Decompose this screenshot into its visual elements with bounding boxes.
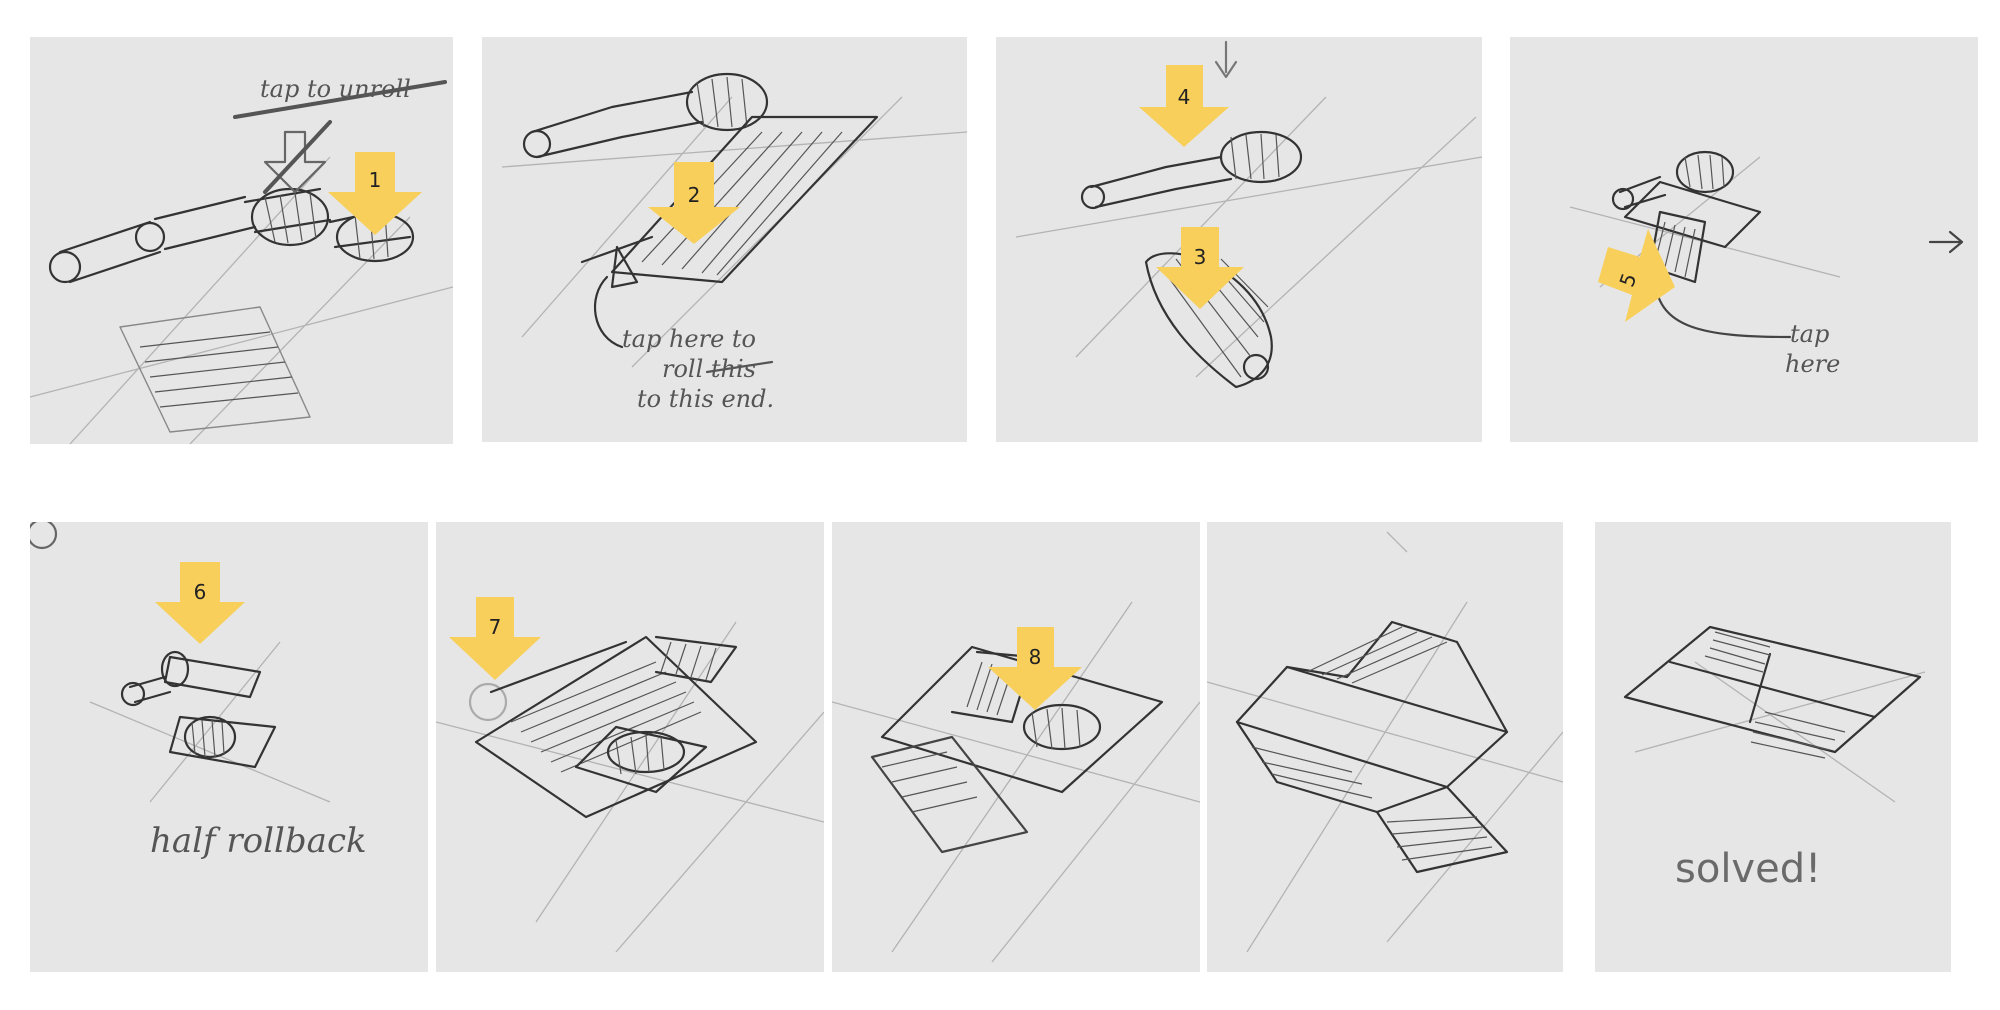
sketch-drawing-1: tap to unroll 1: [30, 37, 453, 444]
down-arrow-icon: 8: [988, 627, 1082, 710]
sketch-drawing-6: 7: [436, 522, 824, 972]
sketch-drawing-3: 4 3: [996, 37, 1482, 442]
arrow-8-label: 8: [1029, 645, 1042, 669]
sketch-panel-8: [1207, 522, 1563, 972]
down-arrow-icon: 3: [1156, 227, 1244, 309]
sketch-drawing-2: tap here to roll this to this end. 2: [482, 37, 967, 442]
panel-4-note-1: tap: [1790, 320, 1829, 348]
arrow-7-label: 7: [489, 615, 502, 639]
sketch-panel-7: 8: [832, 522, 1200, 972]
sketch-drawing-4: tap here 5: [1510, 37, 1978, 442]
sketch-panel-4: tap here 5: [1510, 37, 1978, 442]
arrow-1-label: 1: [369, 168, 382, 192]
sketch-panel-9: solved!: [1595, 522, 1951, 972]
solved-caption: solved!: [1675, 846, 1821, 892]
panel-2-note-3: to this end.: [637, 385, 774, 413]
down-arrow-icon: 2: [648, 162, 740, 244]
sketch-panel-1: tap to unroll 1: [30, 37, 453, 444]
down-arrow-icon: 4: [1139, 65, 1229, 147]
arrow-2-label: 2: [688, 183, 701, 207]
sketch-panel-3: 4 3: [996, 37, 1482, 442]
down-arrow-icon: 6: [155, 562, 245, 644]
down-arrow-icon: 1: [328, 152, 422, 235]
sketch-drawing-7: 8: [832, 522, 1200, 972]
arrow-6-label: 6: [194, 580, 207, 604]
panel-2-note-2: roll this: [662, 355, 756, 383]
sketch-drawing-8: [1207, 522, 1563, 972]
panel-5-note: half rollback: [150, 821, 367, 861]
sketch-panel-5: half rollback 6: [30, 522, 428, 972]
sketch-drawing-9: solved!: [1595, 522, 1951, 972]
down-arrow-icon: 7: [449, 597, 541, 680]
panel-4-note-2: here: [1785, 350, 1840, 378]
sketch-drawing-5: half rollback 6: [30, 522, 428, 972]
panel-2-note-1: tap here to: [622, 325, 756, 353]
arrow-4-label: 4: [1178, 85, 1191, 109]
arrow-3-label: 3: [1194, 245, 1207, 269]
sketch-panel-6: 7: [436, 522, 824, 972]
sketch-panel-2: tap here to roll this to this end. 2: [482, 37, 967, 442]
